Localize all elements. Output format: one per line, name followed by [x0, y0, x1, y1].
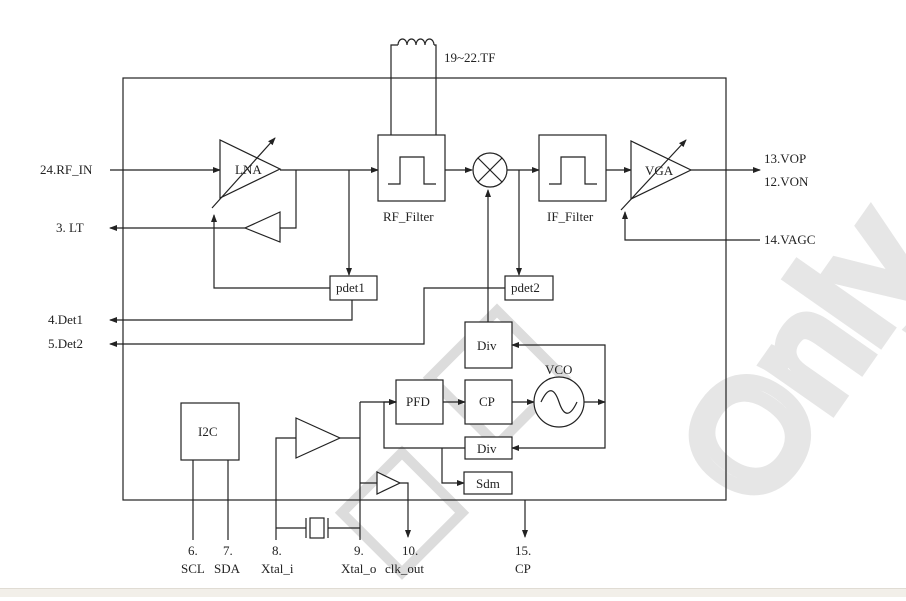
pin-sda-num: 7.: [223, 543, 233, 558]
pdet1-label: pdet1: [336, 280, 365, 295]
vga-label: VGA: [645, 163, 674, 178]
pin-scl-label: SCL: [181, 561, 205, 576]
sdm-block: [463, 471, 513, 495]
pin-det2-label: 5.Det2: [48, 336, 83, 351]
pin-xtal-i-num: 8.: [272, 543, 282, 558]
if-filter-label: IF_Filter: [547, 209, 594, 224]
lna-label: LNA: [235, 162, 262, 177]
i2c-block: [180, 402, 240, 461]
stamp-1: [422, 303, 572, 452]
pdet1-to-lna-wire: [211, 214, 330, 289]
det1-wire: [109, 300, 353, 323]
pin-cp-label: CP: [515, 561, 531, 576]
pin-vop-label: 13.VOP: [764, 151, 806, 166]
rf-filter-block: [377, 134, 446, 202]
vga-amplifier: [620, 139, 693, 211]
pin-von-label: 12.VON: [764, 174, 809, 189]
vco-to-divtop-wire: [511, 342, 606, 402]
pin-rf-in-label: 24.RF_IN: [40, 162, 93, 177]
pin-xtal-o-num: 9.: [354, 543, 364, 558]
div-top-label: Div: [477, 338, 497, 353]
chip-outline: [122, 77, 727, 501]
div-top-block: [464, 321, 513, 369]
vagc-wire: [622, 211, 760, 241]
vco-to-divbottom-wire: [511, 402, 606, 451]
sdm-label: Sdm: [476, 476, 500, 491]
pdet2-label: pdet2: [511, 280, 540, 295]
crystal: [276, 517, 360, 539]
vco-label: VCO: [545, 362, 572, 377]
pin-xtal-i-label: Xtal_i: [261, 561, 294, 576]
pin-cp-num: 15.: [515, 543, 531, 558]
rf-filter-label: RF_Filter: [383, 209, 434, 224]
pin-tf-label: 19~22.TF: [444, 50, 495, 65]
xtal-buffer: [275, 399, 397, 540]
mixer: [472, 152, 508, 188]
pin-xtal-o-label: Xtal_o: [341, 561, 376, 576]
watermark-stamps: [334, 303, 572, 580]
lna-amplifier: [211, 137, 282, 209]
vco-oscillator: [533, 376, 585, 428]
det2-wire: [109, 287, 505, 347]
to-sdm-wire: [441, 448, 465, 486]
i2c-label: I2C: [198, 424, 218, 439]
pin-scl-num: 6.: [188, 543, 198, 558]
div-bottom-label: Div: [477, 441, 497, 456]
tf-inductor: [390, 38, 437, 135]
pin-lt-label: 3. LT: [56, 220, 84, 235]
cp-label: CP: [479, 394, 495, 409]
pfd-label: PFD: [406, 394, 430, 409]
clkout-buffer: [360, 471, 411, 538]
pin-clk-out-num: 10.: [402, 543, 418, 558]
pin-clk-out-label: clk_out: [385, 561, 424, 576]
if-filter-block: [538, 134, 607, 202]
pin-det1-label: 4.Det1: [48, 312, 83, 327]
bottom-edge-strip: [0, 588, 906, 597]
lt-buffer: [109, 170, 297, 243]
pin-sda-label: SDA: [214, 561, 241, 576]
pin-vagc-label: 14.VAGC: [764, 232, 815, 247]
pdet1-block: [329, 275, 378, 301]
